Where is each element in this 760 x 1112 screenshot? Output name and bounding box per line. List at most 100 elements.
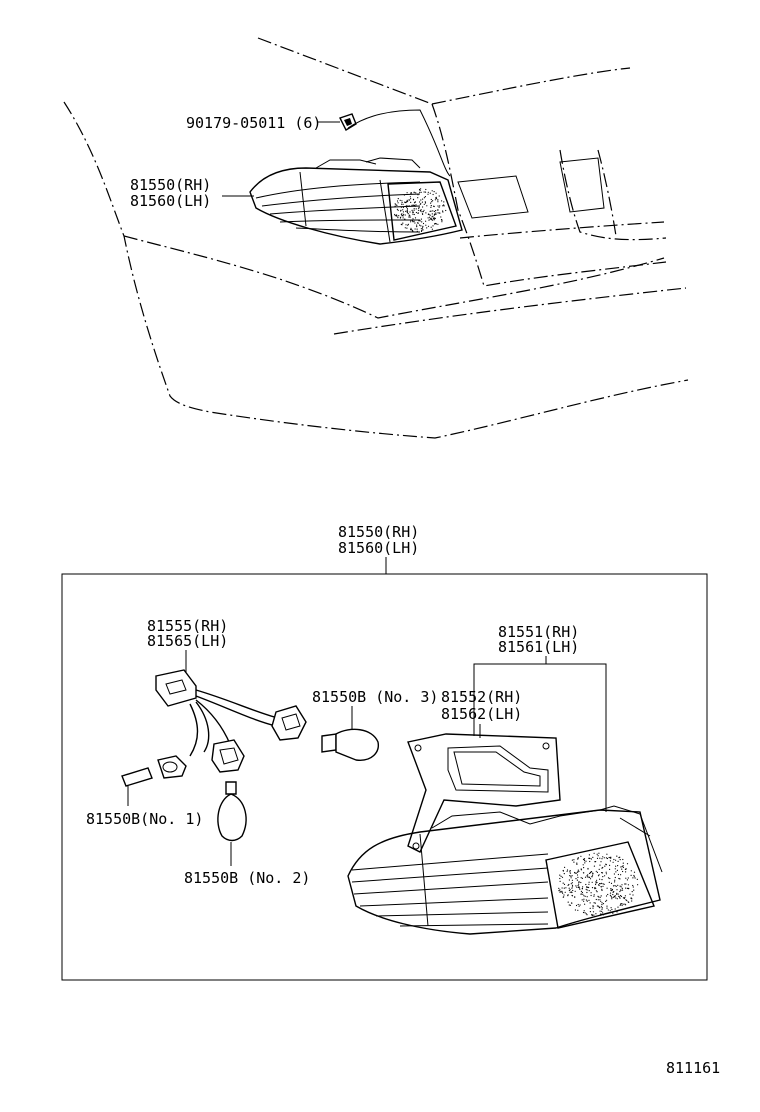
reflector-dot [591,881,593,883]
reflector-dot [599,899,601,901]
reflector-dot [596,879,598,881]
reflector-dot [601,888,603,891]
reflector-dot [577,876,579,879]
reflector-dot [607,877,610,879]
reflector-dot [596,853,598,855]
reflector-dot [581,888,583,890]
reflector-dot [577,871,579,873]
reflector-dot [600,895,602,897]
reflector-dot [579,904,581,906]
reflector-dot [605,895,608,897]
reflector-dot [608,856,610,859]
reflector-dot [630,874,632,877]
reflector-dot [624,883,626,885]
reflector-dot [584,895,586,897]
reflector-dot [602,903,605,905]
reflector-dot [596,891,598,893]
reflector-dot [404,214,406,216]
reflector-dot [413,204,415,206]
reflector-dot [569,891,571,893]
reflector-dot [595,870,597,872]
reflector-dot [608,881,610,884]
reflector-dot [559,889,561,891]
reflector-dot [568,889,571,892]
reflector-dot [432,193,434,196]
socket-no2 [211,739,245,773]
reflector-dot [573,861,575,863]
reflector-dot [619,890,621,893]
reflector-dot [561,890,563,892]
reflector-dot [441,221,443,223]
reflector-dot [431,201,433,203]
figure-number: 811161 [666,1059,720,1077]
reflector-dot [580,868,582,870]
reflector-dot [404,227,406,229]
reflector-dot [605,857,608,859]
reflector-dot [600,886,603,888]
reflector-dot [578,881,580,883]
reflector-dot [591,914,593,917]
reflector-dot [402,217,404,219]
reflector-dot [418,207,420,209]
reflector-dot [600,882,603,885]
reflector-dot [567,901,569,903]
reflector-dot [617,860,619,863]
reflector-dot [420,225,422,227]
reflector-dot [435,197,437,199]
reflector-dot [594,902,596,904]
reflector-dot [592,907,594,909]
reflector-dot [594,888,596,890]
reflector-dot [431,190,433,192]
reflector-dot [565,887,567,889]
reflector-dot [580,877,582,879]
reflector-dot [397,209,399,211]
reflector-dot [637,884,639,886]
reflector-dot [438,212,440,214]
reflector-dot [610,888,612,890]
reflector-dot [611,908,613,911]
reflector-dot [618,895,620,897]
reflector-dot [415,208,417,210]
reflector-dot [619,895,622,897]
reflector-dots-bottom [558,852,639,917]
reflector-dot [435,210,437,212]
reflector-dot [570,877,572,879]
reflector-dot [588,872,591,875]
reflector-dot [601,879,603,881]
reflector-dot [422,206,424,208]
reflector-dot [405,224,407,226]
reflector-dot [621,889,624,891]
reflector-dot [598,896,600,898]
reflector-dot [627,884,630,886]
reflector-dot [616,898,618,900]
reflector-dot [620,903,622,905]
reflector-dot [584,912,586,914]
reflector-dot [613,858,615,861]
reflector-dot [409,211,411,213]
socket-no3 [271,705,307,741]
reflector-dot [630,870,632,872]
reflector-dot [609,877,611,880]
reflector-dot [416,230,418,232]
reflector-dot [571,895,574,897]
reflector-dot [570,883,572,885]
reflector-dot [599,883,601,885]
reflector-dot [600,900,602,902]
reflector-dot [575,904,578,907]
reflector-dot [605,871,607,873]
reflector-dot [620,886,622,888]
reflector-dot [598,868,600,871]
reflector-dot [619,885,621,887]
reflector-dot [429,214,431,216]
reflector-dot [576,858,579,860]
reflector-dot [413,213,415,216]
reflector-dot [578,887,581,889]
reflector-dot [583,910,585,912]
label-lamp-lh-top: 81560(LH) [130,192,211,210]
reflector-dots-top [394,188,447,232]
reflector-dot [624,895,627,897]
reflector-dot [588,883,590,885]
reflector-dot [631,900,633,902]
reflector-dot [578,870,580,872]
